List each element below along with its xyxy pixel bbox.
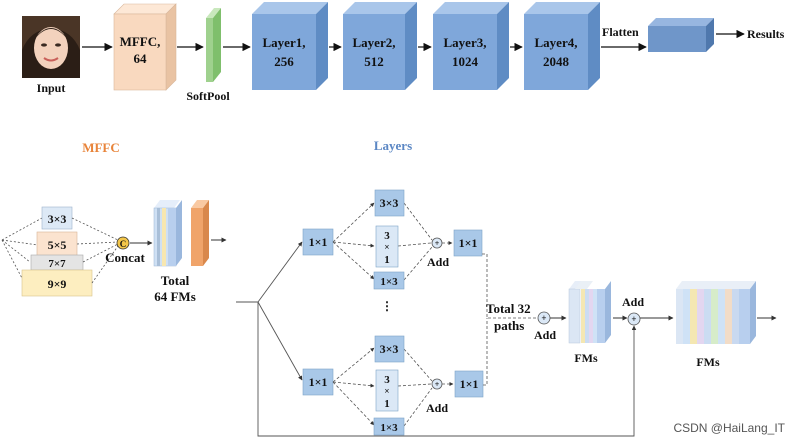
bottom-path-in-conv-box	[302, 368, 334, 396]
bottom-path-in-conv-label: 1×1	[309, 375, 328, 389]
mffc-block-label-1: MFFC,	[120, 34, 161, 49]
softpool-label: SoftPool	[186, 89, 230, 103]
watermark: CSDN @HaiLang_IT	[673, 421, 785, 435]
layer4-label-2: 2048	[543, 54, 570, 69]
bottom-path-branch-a-label: 3×3	[380, 342, 399, 356]
top-path-branch-c-box	[373, 271, 405, 290]
paths-ellipsis: ⋮	[381, 299, 393, 313]
mffc-block-label-2: 64	[134, 51, 148, 66]
top-path-out-conv-box	[453, 229, 483, 257]
bottom-path-out-conv-box	[454, 370, 484, 398]
top-path-out-conv-label: 1×1	[459, 236, 478, 250]
layer2-label-1: Layer2,	[353, 35, 396, 50]
mffc-total-label-1: Total	[161, 273, 190, 288]
top-path-branch-c-label: 1×3	[380, 276, 398, 288]
paths-merge-lines	[482, 253, 538, 386]
bottom-path-branch-c-box	[373, 417, 405, 436]
top-path-branch-a-box	[374, 189, 405, 217]
layer2-label-2: 512	[364, 54, 384, 69]
residual-add-label: Add	[622, 295, 644, 309]
top-path-add-node	[431, 237, 443, 249]
kernel-9x9-label: 9×9	[48, 277, 67, 291]
top-path-branch-lines	[332, 202, 453, 281]
top-path-add-label: Add	[427, 255, 449, 269]
layer2-block	[343, 2, 417, 90]
mffc-feature-maps	[153, 200, 182, 267]
fms-label-2: FMs	[696, 355, 720, 369]
layer3-label-2: 1024	[452, 54, 479, 69]
paths-add-plus: +	[541, 313, 546, 323]
input-label: Input	[37, 81, 66, 95]
layer3-block	[433, 2, 509, 90]
kernels-to-concat-lines	[71, 217, 119, 284]
concat-symbol: C	[120, 239, 127, 249]
top-path-branch-b-top: 3	[384, 230, 390, 242]
layers-section-title: Layers	[374, 138, 412, 153]
feature-maps-stack-1	[568, 281, 611, 344]
flatten-block	[648, 18, 714, 52]
kernel-7x7-label: 7×7	[48, 258, 66, 270]
top-path-branch-a-label: 3×3	[380, 196, 399, 210]
mffc-orange-feature-map	[191, 200, 209, 266]
layers-input-split	[236, 241, 637, 437]
concat-label: Concat	[105, 250, 145, 265]
residual-add-plus: +	[631, 314, 636, 324]
layer3-label-1: Layer3,	[444, 35, 487, 50]
mffc-block	[113, 3, 177, 91]
layer4-block	[524, 2, 600, 90]
top-path-in-conv-label: 1×1	[309, 235, 328, 249]
bottom-path-branch-a-box	[374, 335, 405, 363]
top-path-branch-b-mid: ×	[384, 242, 389, 252]
bottom-path-branch-b-box	[375, 369, 399, 412]
concat-node	[116, 236, 130, 250]
top-path-add-plus: +	[435, 239, 440, 248]
mffc-total-label-2: 64 FMs	[154, 289, 196, 304]
total-paths-label-2: paths	[494, 318, 524, 333]
top-path-branch-b-box	[375, 225, 399, 268]
bottom-path-branch-c-label: 1×3	[380, 422, 398, 434]
layer4-label-1: Layer4,	[535, 35, 578, 50]
layer1-label-2: 256	[274, 54, 294, 69]
layer1-block	[252, 2, 328, 90]
bottom-path-branch-b-top: 3	[384, 374, 390, 386]
feature-maps-stack-2	[676, 281, 756, 344]
bottom-path-add-label: Add	[426, 401, 448, 415]
bottom-path-add-node	[431, 378, 443, 390]
residual-add-node	[627, 312, 641, 326]
results-label: Results	[747, 27, 785, 41]
mffc-section-title: MFFC	[82, 140, 120, 155]
fms-label-1: FMs	[574, 351, 598, 365]
total-paths-label-1: Total 32	[486, 301, 531, 316]
top-path-in-conv-box	[302, 228, 334, 256]
bottom-path-add-plus: +	[435, 380, 440, 389]
top-path-branch-b-bottom: 1	[384, 254, 390, 266]
mffc-input-fan	[1, 217, 43, 283]
paths-add-label: Add	[534, 328, 556, 342]
bottom-path-branch-lines	[332, 347, 454, 427]
layer1-label-1: Layer1,	[263, 35, 306, 50]
flatten-label: Flatten	[602, 25, 639, 39]
bottom-path-out-conv-label: 1×1	[460, 377, 479, 391]
softpool-block	[206, 8, 221, 82]
bottom-path-branch-b-bottom: 1	[384, 398, 390, 410]
bottom-path-branch-b-mid: ×	[384, 386, 389, 396]
kernel-5x5-label: 5×5	[48, 238, 67, 252]
input-face-image	[22, 16, 80, 78]
kernel-3x3-label: 3×3	[48, 212, 67, 226]
kernel-9x9-box	[21, 269, 93, 297]
